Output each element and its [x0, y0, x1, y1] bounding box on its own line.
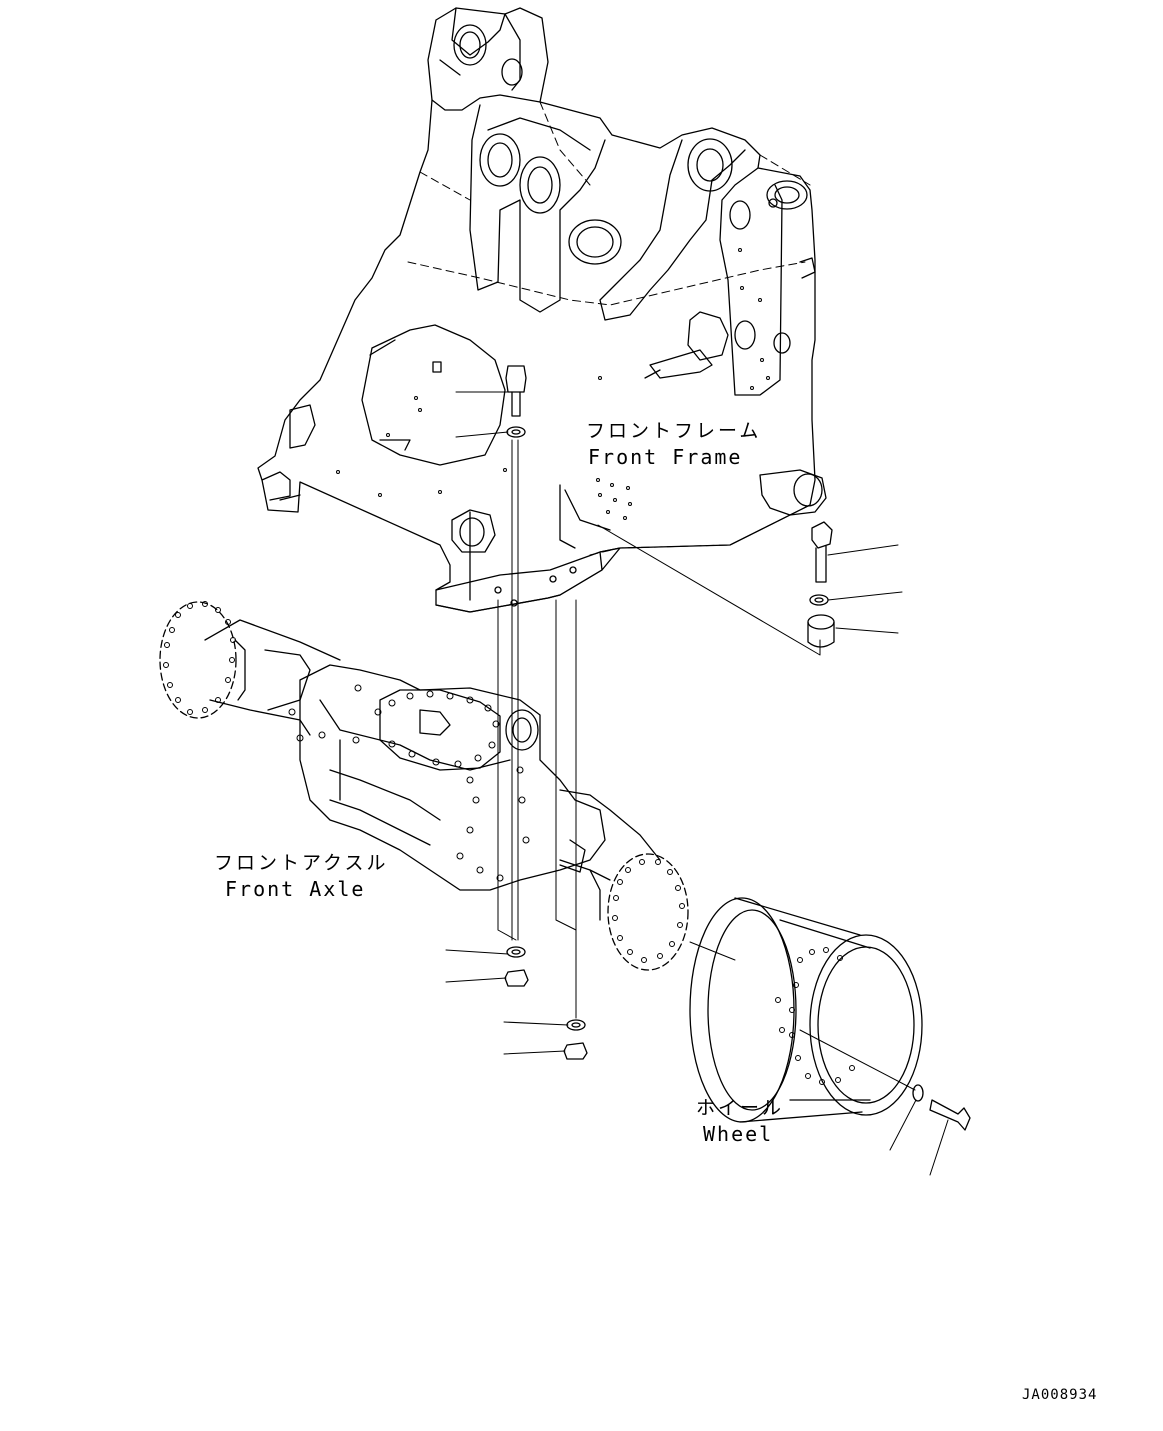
front-frame-label-en: Front Frame: [588, 445, 743, 469]
fasteners: [505, 366, 970, 1130]
wheel-label-en: Wheel: [703, 1122, 774, 1146]
front-axle-drawing: [160, 602, 688, 971]
drawing-code: JA008934: [1022, 1387, 1098, 1403]
assembly-lines: [446, 392, 948, 1175]
front-axle-label-en: Front Axle: [225, 877, 366, 901]
front-frame-label-jp: フロントフレーム: [586, 420, 762, 442]
front-axle-label-jp: フロントアクスル: [214, 852, 389, 874]
front-frame-drawing: [258, 8, 826, 612]
wheel-label-jp: ホイール: [696, 1097, 785, 1119]
wheel-drawing: [690, 898, 922, 1122]
